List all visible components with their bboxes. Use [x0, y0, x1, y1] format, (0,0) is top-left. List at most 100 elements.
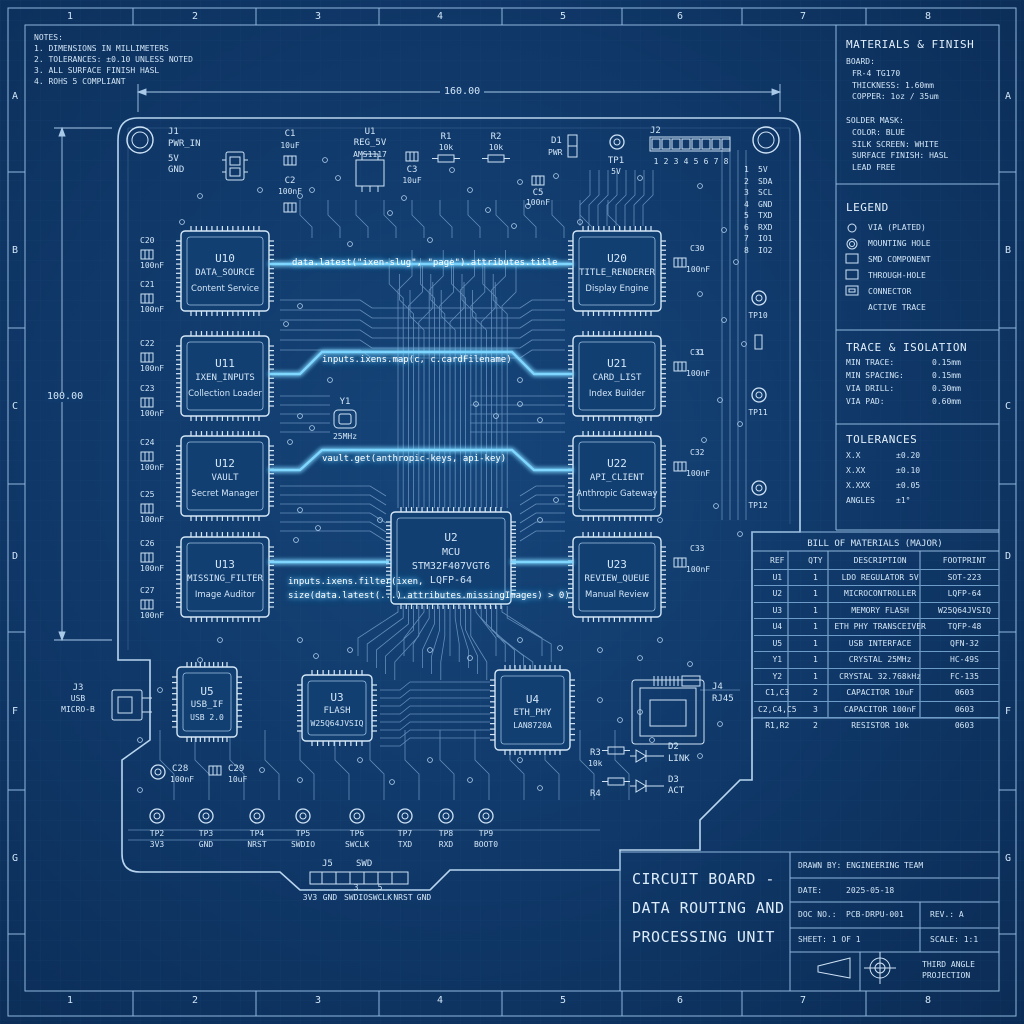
sheet-frame: [7, 7, 1017, 1017]
j2-signal-name-4: GND: [758, 199, 773, 209]
d1-led: [567, 134, 578, 158]
swd-pin-number-5: 5: [377, 883, 383, 892]
routing-traces: [128, 150, 747, 841]
j2-signal-name-7: IO1: [758, 234, 773, 243]
bom-cell: HC-49S: [929, 651, 999, 668]
materials-line-8: SURFACE FINISH: HASL: [852, 151, 949, 161]
sheet-value: SHEET: 1 OF 1: [798, 935, 861, 944]
frame-ticks: [8, 8, 1016, 1016]
bottom-tp-tp8-name: RXD: [438, 840, 454, 849]
bom-cell: 1: [800, 634, 831, 652]
chip-u4: [490, 665, 575, 755]
r4-resistor: [602, 777, 630, 786]
bom-cell: 2: [800, 684, 831, 701]
bom-title: BILL OF MATERIALS (MAJOR): [807, 539, 943, 549]
c28-testpoint: [150, 764, 166, 780]
bom-cell: C2,C4,C5: [754, 700, 801, 718]
chip-u2-name: MCU: [441, 547, 461, 558]
left-cap-c23-value: 100nF: [140, 409, 165, 418]
bom-cell: R1,R2: [754, 717, 801, 734]
bom-cell: 1: [800, 618, 831, 635]
trace-label-filter-1: inputs.ixens.filter(ixen,: [288, 577, 424, 587]
active-trace-3: [268, 448, 574, 472]
bottom-tp-tp9-ref: TP9: [478, 829, 494, 838]
chip-u13-ref: U13: [215, 558, 235, 571]
swd-pin-3: SWCLK: [367, 893, 393, 902]
bottom-tp-tp3-name: GND: [198, 840, 214, 849]
materials-line-9: LEAD FREE: [852, 163, 896, 173]
materials-line-0: BOARD:: [846, 57, 875, 66]
bottom-tp-tp9-name: BOOT0: [473, 840, 499, 849]
chip-u11-name: IXEN_INPUTS: [195, 373, 255, 383]
chip-u4-name: ETH_PHY: [513, 708, 552, 718]
chip-u3-sub: W25Q64JVSIQ: [310, 719, 364, 728]
chip-u21-name: CARD_LIST: [592, 373, 642, 383]
chip-u10: [176, 226, 274, 316]
bom-cell: 1: [800, 651, 831, 668]
chip-u13-name: MISSING_FILTER: [187, 574, 263, 584]
tolerances-title: TOLERANCES: [846, 433, 918, 446]
right-tp-tp11-label: TP11: [748, 408, 768, 417]
doc-value: PCB-DRPU-001: [846, 910, 904, 919]
right-cap-c30: [673, 257, 687, 268]
j1-pin-gnd: GND: [168, 165, 185, 175]
j1-connector: [222, 151, 248, 181]
grid-col-top-3: 3: [314, 11, 322, 22]
title-line-1: CIRCUIT BOARD -: [632, 870, 775, 888]
tp1-testpoint: [609, 134, 625, 150]
bottom-tp-tp6: [349, 808, 365, 824]
note-1: 1. DIMENSIONS IN MILLIMETERS: [34, 44, 169, 53]
tolerance-value-0: ±0.20: [896, 451, 921, 460]
chip-u13-sub: Image Auditor: [194, 590, 256, 600]
bottom-tp-tp6-name: SWCLK: [344, 840, 370, 849]
trace-label-title: data.latest("ixen-slug", "page").attribu…: [292, 258, 558, 268]
active-traces: [268, 262, 574, 564]
right-cap-c32-ref: C32: [690, 448, 705, 457]
board-outline: [117, 117, 801, 891]
left-cap-c21-ref: C21: [140, 280, 155, 289]
trace-iso-value-2: 0.30mm: [932, 384, 961, 393]
legend-item-2: SMD COMPONENT: [868, 255, 931, 264]
legend-item-3: THROUGH-HOLE: [868, 271, 926, 280]
grid-col-top-2: 2: [191, 11, 199, 22]
chip-u2-package: LQFP-64: [429, 575, 473, 586]
active-trace-2: [268, 350, 574, 376]
materials-line-7: SILK SCREEN: WHITE: [852, 139, 939, 149]
grid-row-left-C: C: [11, 401, 19, 412]
right-tp-tp12-label: TP12: [748, 501, 768, 510]
bottom-tp-tp2-ref: TP2: [149, 829, 165, 838]
j3-usb-connector: [111, 689, 152, 721]
chip-u11-sub: Collection Loader: [188, 389, 262, 399]
grid-row-right-C: C: [1004, 401, 1012, 412]
chip-u11-ref: U11: [215, 357, 235, 370]
chip-u10-name: DATA_SOURCE: [195, 268, 255, 278]
j2-pin-4: 4: [683, 157, 689, 166]
j2-pin-7: 7: [713, 157, 719, 166]
left-cap-c26-value: 100nF: [140, 564, 165, 573]
projection-line-1: THIRD ANGLE: [922, 960, 975, 969]
chip-u3: [297, 670, 377, 746]
chip-u20-ref: U20: [607, 252, 627, 265]
c28-value: 100nF: [170, 775, 195, 784]
r2-resistor: [482, 154, 510, 163]
bottom-tp-tp7-ref: TP7: [397, 829, 413, 838]
c5-ref: C5: [532, 188, 544, 198]
tolerance-value-3: ±1°: [896, 496, 911, 505]
scale-value: SCALE: 1:1: [930, 935, 979, 944]
swd-pin-5: GND: [416, 893, 432, 902]
bom-cell: TQFP-48: [929, 618, 999, 635]
left-cap-c26: [140, 552, 154, 563]
c1-value: 10uF: [280, 141, 300, 150]
chip-u3-name: FLASH: [323, 706, 351, 716]
trace-iso-value-1: 0.15mm: [932, 371, 961, 380]
y1-value: 25MHz: [332, 432, 358, 441]
left-cap-c27-ref: C27: [140, 586, 155, 595]
left-cap-c25-value: 100nF: [140, 515, 165, 524]
tolerance-label-0: X.X: [846, 451, 861, 460]
title-line-2: DATA ROUTING AND: [632, 899, 785, 917]
grid-col-top-7: 7: [799, 11, 807, 22]
c2-ref: C2: [284, 176, 296, 186]
u1-name: REG_5V: [353, 138, 387, 148]
